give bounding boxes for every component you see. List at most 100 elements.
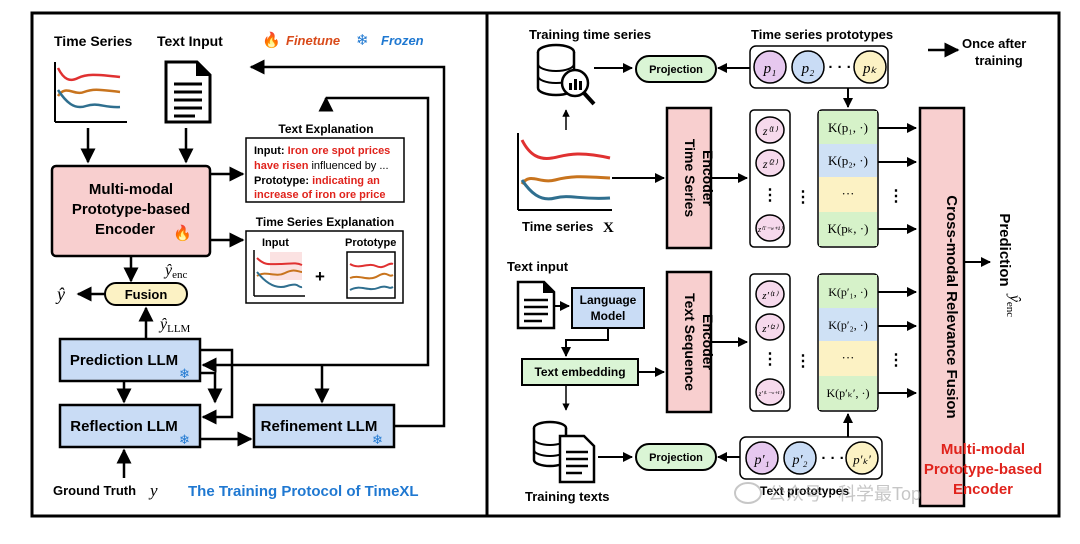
wechat-icon <box>734 482 762 504</box>
encoder-label-3: Encoder <box>95 221 155 238</box>
k1-label: K(p₁, ·) <box>828 120 868 135</box>
kdots-label: ··· <box>842 186 855 201</box>
proto-pk: pₖ <box>862 61 878 77</box>
tz1-label: z′⁽¹⁾ <box>761 290 779 302</box>
ts-explanation-input-label: Input <box>262 237 289 249</box>
cross-modal-fusion-label: Cross-modal Relevance Fusion <box>943 195 960 418</box>
tz2-node <box>755 313 785 341</box>
kdots-cell <box>819 177 877 212</box>
z2-node <box>755 149 785 177</box>
yhat-enc-label: ŷenc <box>163 262 187 281</box>
proto-p1: p₁ <box>763 61 777 77</box>
text-explanation-box <box>245 137 405 203</box>
k-mid-dots: ⋮ <box>888 188 904 205</box>
tkdots-cell <box>819 341 877 376</box>
tz-mid-dots: ⋮ <box>795 353 811 370</box>
proto-dots: · · · <box>828 59 851 76</box>
tproto-p2: p′₂ <box>792 453 808 468</box>
ts-encoder-label-2: Encoder <box>700 150 716 207</box>
proto-pk-circle <box>853 50 887 84</box>
text-explanation-line-4: increase of iron ore price <box>254 189 385 201</box>
fire-icon: 🔥 <box>262 31 281 49</box>
text-encoder-label-2: Encoder <box>700 314 716 371</box>
zlast-label: z⁽ᵀ⁻ʷ⁺¹⁾ <box>757 225 783 234</box>
arrow-lm-to-embedding <box>561 328 609 357</box>
time-series-x-chart <box>517 133 612 211</box>
watermark-text: 公众号 · 科学最Top <box>768 484 921 504</box>
encoder-fire-icon: 🔥 <box>173 224 192 242</box>
ts-explanation-title: Time Series Explanation <box>256 215 395 229</box>
text-explanation-line-2: have risen influenced by ... <box>254 160 389 172</box>
training-ts-label: Training time series <box>529 27 651 42</box>
x-var: X <box>603 220 614 236</box>
tproto-dots: · · · <box>821 450 844 467</box>
ts-encoder-box <box>665 106 713 250</box>
k2-label: K(p₂, ·) <box>828 153 868 168</box>
tproto-p1: p′₁ <box>754 453 770 468</box>
tz1-node <box>755 280 785 308</box>
text-explanation-title: Text Explanation <box>278 122 373 136</box>
text-embedding-label: Text embedding <box>534 365 625 379</box>
database-search-icon <box>536 43 596 106</box>
arrow-refinement-loop-to-text <box>249 59 446 428</box>
ts-explanation-prototype-chart <box>346 251 396 299</box>
tkk-cell <box>819 376 877 410</box>
zlast-node <box>755 214 785 242</box>
watermark: 公众号 · 科学最Top <box>734 482 921 504</box>
arrow-explanation-to-prediction <box>201 96 430 373</box>
language-model-label-1: Language <box>580 293 637 307</box>
ts-prototypes-label: Time series prototypes <box>751 27 893 42</box>
time-series-label: Time Series <box>54 33 133 49</box>
prediction-llm-box <box>58 337 202 383</box>
tz-column-box <box>749 273 791 412</box>
ts-explanation-prototype-label: Prototype <box>345 237 396 249</box>
projection-top-label: Projection <box>649 64 703 76</box>
time-series-chart-icon <box>54 62 127 123</box>
ts-explanation-input-chart <box>253 250 305 297</box>
prediction-var: ŷenc <box>1004 293 1023 317</box>
kk-cell <box>819 212 877 246</box>
text-input-document-icon <box>516 280 556 330</box>
proto-p2: p₂ <box>801 61 815 77</box>
tkk-label: K(p′ₖ′, ·) <box>826 386 869 400</box>
tk1-label: K(p′₁, ·) <box>828 285 867 299</box>
arrow-prediction-down-loop <box>200 371 223 404</box>
proto-p2-circle <box>791 50 825 84</box>
caption: The Training Protocol of TimeXL <box>188 483 419 500</box>
tproto-pk: p′ₖ′ <box>852 452 871 467</box>
tz-dots: ⋮ <box>762 351 778 368</box>
reflection-llm-label: Reflection LLM <box>70 418 178 435</box>
legend-frozen: Frozen <box>381 33 424 48</box>
text-encoder-box <box>665 270 713 414</box>
text-encoder-label-1: Text Sequence <box>682 293 698 391</box>
tzlast-node <box>755 378 785 406</box>
prediction-label: Prediction <box>996 213 1013 286</box>
arrow-prediction-to-reflection-side <box>200 348 234 425</box>
yhat-output: ŷ <box>55 284 65 304</box>
z2-label: z⁽²⁾ <box>762 157 778 171</box>
fusion-label: Fusion <box>125 287 168 302</box>
mm-encoder-label-3: Encoder <box>953 481 1013 498</box>
z-dots: ⋮ <box>762 187 778 204</box>
cross-modal-fusion-box <box>918 106 966 508</box>
z-column-box <box>749 109 791 248</box>
tz2-label: z′⁽²⁾ <box>761 323 779 335</box>
z-mid-dots: ⋮ <box>795 189 811 206</box>
mm-encoder-label-2: Prototype-based <box>924 461 1042 478</box>
refinement-llm-snowflake-icon: ❄ <box>372 432 383 447</box>
tk2-label: K(p′₂, ·) <box>828 318 867 332</box>
training-texts-icon <box>532 420 596 484</box>
reflection-llm-box <box>58 403 202 449</box>
refinement-llm-box <box>252 403 396 449</box>
reflection-llm-snowflake-icon: ❄ <box>179 432 190 447</box>
text-input-right-label: Text input <box>507 259 569 274</box>
encoder-label-2: Prototype-based <box>72 201 190 218</box>
training-label: training <box>975 53 1023 68</box>
tproto-p1-circle <box>745 441 779 475</box>
prediction-llm-snowflake-icon: ❄ <box>179 366 190 381</box>
proto-p1-circle <box>753 50 787 84</box>
refinement-llm-label: Refinement LLM <box>261 418 378 435</box>
text-prototypes-label: Text prototypes <box>760 484 849 498</box>
